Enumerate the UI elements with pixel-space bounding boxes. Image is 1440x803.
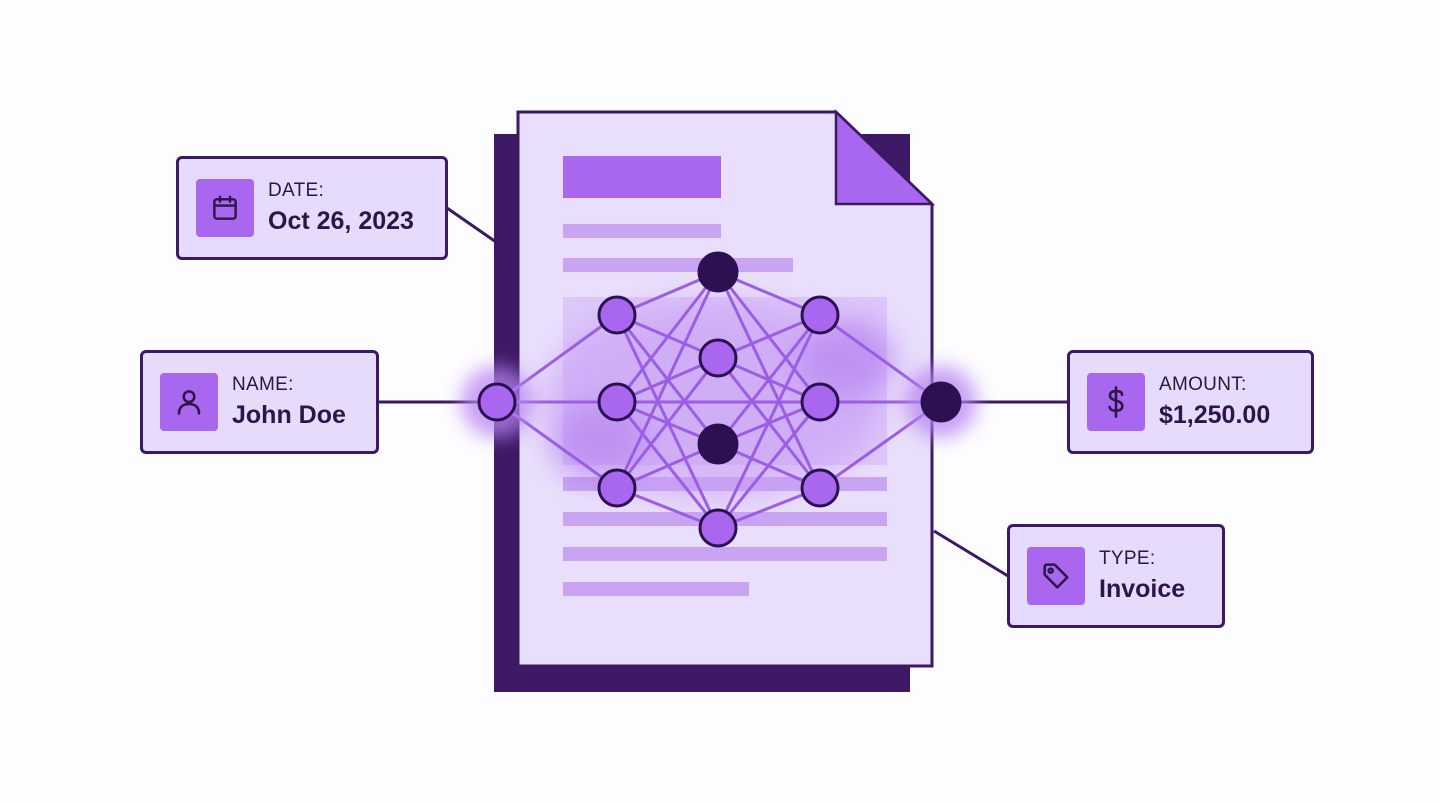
doc-line xyxy=(563,258,793,272)
date-field-text: DATE: Oct 26, 2023 xyxy=(268,179,414,237)
network-edge xyxy=(615,271,720,489)
amount-field-text: AMOUNT: $1,250.00 xyxy=(1159,373,1270,431)
date-label: DATE: xyxy=(268,180,325,201)
date-value: Oct 26, 2023 xyxy=(268,207,414,235)
network-node-dark xyxy=(697,251,739,293)
document-fold xyxy=(834,109,936,206)
network-node xyxy=(477,382,517,422)
connector-date xyxy=(446,206,497,244)
network-edge xyxy=(716,401,822,529)
network-node xyxy=(800,295,840,335)
name-label: NAME: xyxy=(232,374,294,395)
amount-field-card: AMOUNT: $1,250.00 xyxy=(1067,350,1314,454)
network-node xyxy=(597,295,637,335)
dollar-icon xyxy=(1087,373,1145,431)
date-field-card: DATE: Oct 26, 2023 xyxy=(176,156,448,260)
doc-heading-block xyxy=(563,156,721,198)
tag-icon xyxy=(1027,547,1085,605)
calendar-icon xyxy=(196,179,254,237)
name-field-card: NAME: John Doe xyxy=(140,350,379,454)
network-node xyxy=(698,508,738,548)
type-value: Invoice xyxy=(1099,575,1186,603)
amount-label: AMOUNT: xyxy=(1159,374,1247,395)
amount-value: $1,250.00 xyxy=(1159,401,1271,429)
network-node xyxy=(800,382,840,422)
network-node xyxy=(597,382,637,422)
name-value: John Doe xyxy=(232,401,346,429)
network-nodes xyxy=(477,251,962,548)
doc-line xyxy=(563,547,887,561)
name-field-text: NAME: John Doe xyxy=(232,373,346,431)
network-edge xyxy=(615,357,720,489)
doc-line xyxy=(563,224,721,238)
network-edge xyxy=(615,271,720,403)
network-node xyxy=(597,468,637,508)
type-field-card: TYPE: Invoice xyxy=(1007,524,1225,628)
connector-type xyxy=(933,529,1009,578)
network-node-dark xyxy=(920,381,962,423)
network-node-dark xyxy=(697,423,739,465)
type-label: TYPE: xyxy=(1099,548,1156,569)
network-glow xyxy=(542,300,895,500)
user-icon xyxy=(160,373,218,431)
network-edge xyxy=(716,314,822,529)
type-field-text: TYPE: Invoice xyxy=(1099,547,1185,605)
doc-line xyxy=(563,582,749,596)
network-node xyxy=(800,468,840,508)
network-node xyxy=(698,338,738,378)
network-edge xyxy=(716,314,822,445)
